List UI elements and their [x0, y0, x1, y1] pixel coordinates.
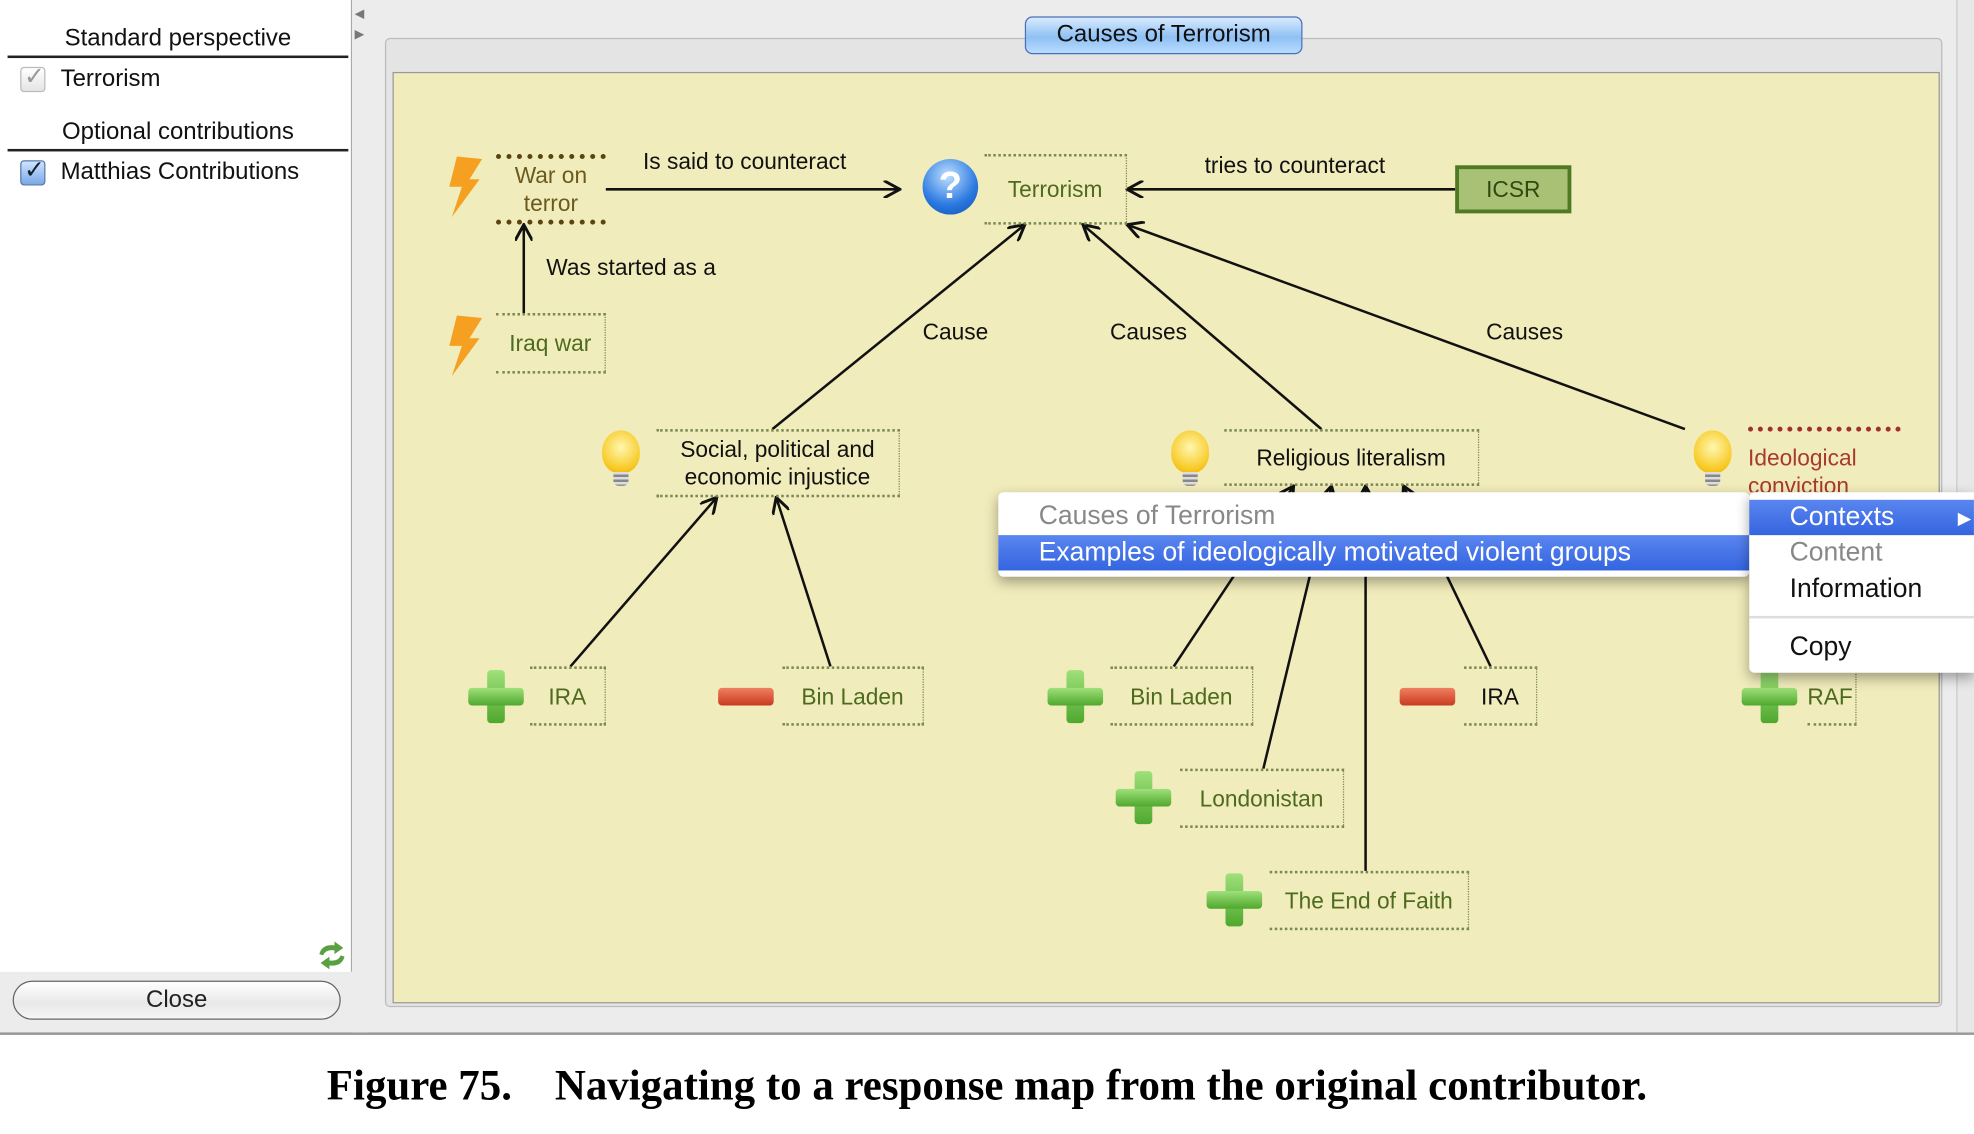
menu-separator [1749, 615, 1974, 619]
sidebar-footer: Close [0, 971, 369, 1035]
edge-label: Was started as a [546, 254, 716, 281]
checkbox-terrorism[interactable]: ✓ Terrorism [20, 63, 161, 94]
collapse-left-icon[interactable]: ◀ [354, 7, 365, 22]
node-raf[interactable]: RAF [1807, 666, 1857, 726]
menu-item-information[interactable]: Information [1789, 574, 1923, 604]
menu-item-contexts[interactable]: Contexts ▶ [1749, 499, 1974, 536]
perspective-sidebar: Standard perspective ✓ Terrorism Optiona… [0, 0, 353, 972]
lightbulb-icon [1171, 430, 1210, 488]
edge-label: Is said to counteract [642, 148, 847, 175]
node-londonistan[interactable]: Londonistan [1180, 768, 1345, 828]
lightning-icon [449, 315, 483, 377]
edge-label: Causes [1486, 319, 1564, 345]
node-bin-laden-con[interactable]: Bin Laden [782, 666, 924, 726]
edge-causes-religious[interactable] [1083, 225, 1323, 431]
minus-icon [1399, 687, 1456, 706]
figure-caption: Figure 75. Navigating to a response map … [326, 1062, 1648, 1110]
edge-label: Causes [1109, 319, 1188, 345]
edge-binladen-social[interactable] [776, 497, 832, 667]
node-bin-laden-pro[interactable]: Bin Laden [1110, 666, 1254, 726]
node-icsr[interactable]: ICSR [1455, 165, 1572, 214]
lightbulb-icon [1693, 430, 1732, 488]
close-button[interactable]: Close [12, 980, 341, 1020]
menu-item-copy[interactable]: Copy [1789, 632, 1852, 662]
context-menu: Contexts ▶ Content Information Copy [1749, 492, 1974, 673]
menu-item-examples-violent-groups[interactable]: Examples of ideologically motivated viol… [998, 535, 1750, 571]
minus-icon [718, 687, 774, 706]
node-end-of-faith[interactable]: The End of Faith [1269, 870, 1470, 931]
node-religious-literalism[interactable]: Religious literalism [1224, 429, 1480, 486]
node-ira-con[interactable]: IRA [1464, 666, 1538, 726]
question-icon: ? [922, 159, 979, 215]
node-terrorism[interactable]: Terrorism [984, 153, 1128, 225]
node-social-injustice[interactable]: Social, political and economic injustice [656, 429, 900, 498]
refresh-icon[interactable] [316, 940, 349, 970]
edge-cause[interactable] [771, 225, 1024, 431]
plus-icon [468, 670, 524, 724]
edge-causes-ideological[interactable] [1127, 225, 1686, 431]
menu-item-causes-of-terrorism[interactable]: Causes of Terrorism [1038, 501, 1276, 531]
plus-icon [1741, 670, 1798, 724]
map-title-tab[interactable]: Causes of Terrorism [1024, 16, 1303, 55]
edge-ira-social[interactable] [569, 497, 716, 668]
menu-item-label: Contexts [1789, 502, 1895, 532]
node-iraq-war[interactable]: Iraq war [496, 313, 606, 374]
checkbox-label: Terrorism [60, 65, 161, 93]
plus-icon [1206, 873, 1263, 927]
edge-label: Cause [922, 319, 989, 345]
checkbox-icon[interactable]: ✓ [20, 63, 46, 93]
submenu-arrow-icon: ▶ [1957, 507, 1972, 528]
edge-label: tries to counteract [1204, 152, 1386, 178]
plus-icon [1115, 771, 1172, 825]
node-ideological-conviction[interactable]: Ideological conviction [1748, 426, 1901, 492]
node-ira-pro[interactable]: IRA [530, 666, 606, 726]
lightning-icon [449, 156, 483, 218]
plus-icon [1047, 670, 1104, 724]
checkbox-label: Matthias Contributions [60, 159, 300, 186]
node-war-on-terror[interactable]: War on terror [496, 153, 606, 225]
expand-right-icon[interactable]: ▶ [354, 27, 365, 42]
checkbox-matthias-contributions[interactable]: ✓ Matthias Contributions [20, 157, 300, 187]
optional-contributions-header: Optional contributions [7, 119, 349, 152]
lightbulb-icon [602, 430, 640, 488]
checkbox-icon[interactable]: ✓ [20, 157, 46, 186]
contexts-submenu: Causes of Terrorism Examples of ideologi… [998, 492, 1750, 577]
standard-perspective-header: Standard perspective [7, 25, 349, 59]
menu-item-content[interactable]: Content [1789, 537, 1883, 567]
